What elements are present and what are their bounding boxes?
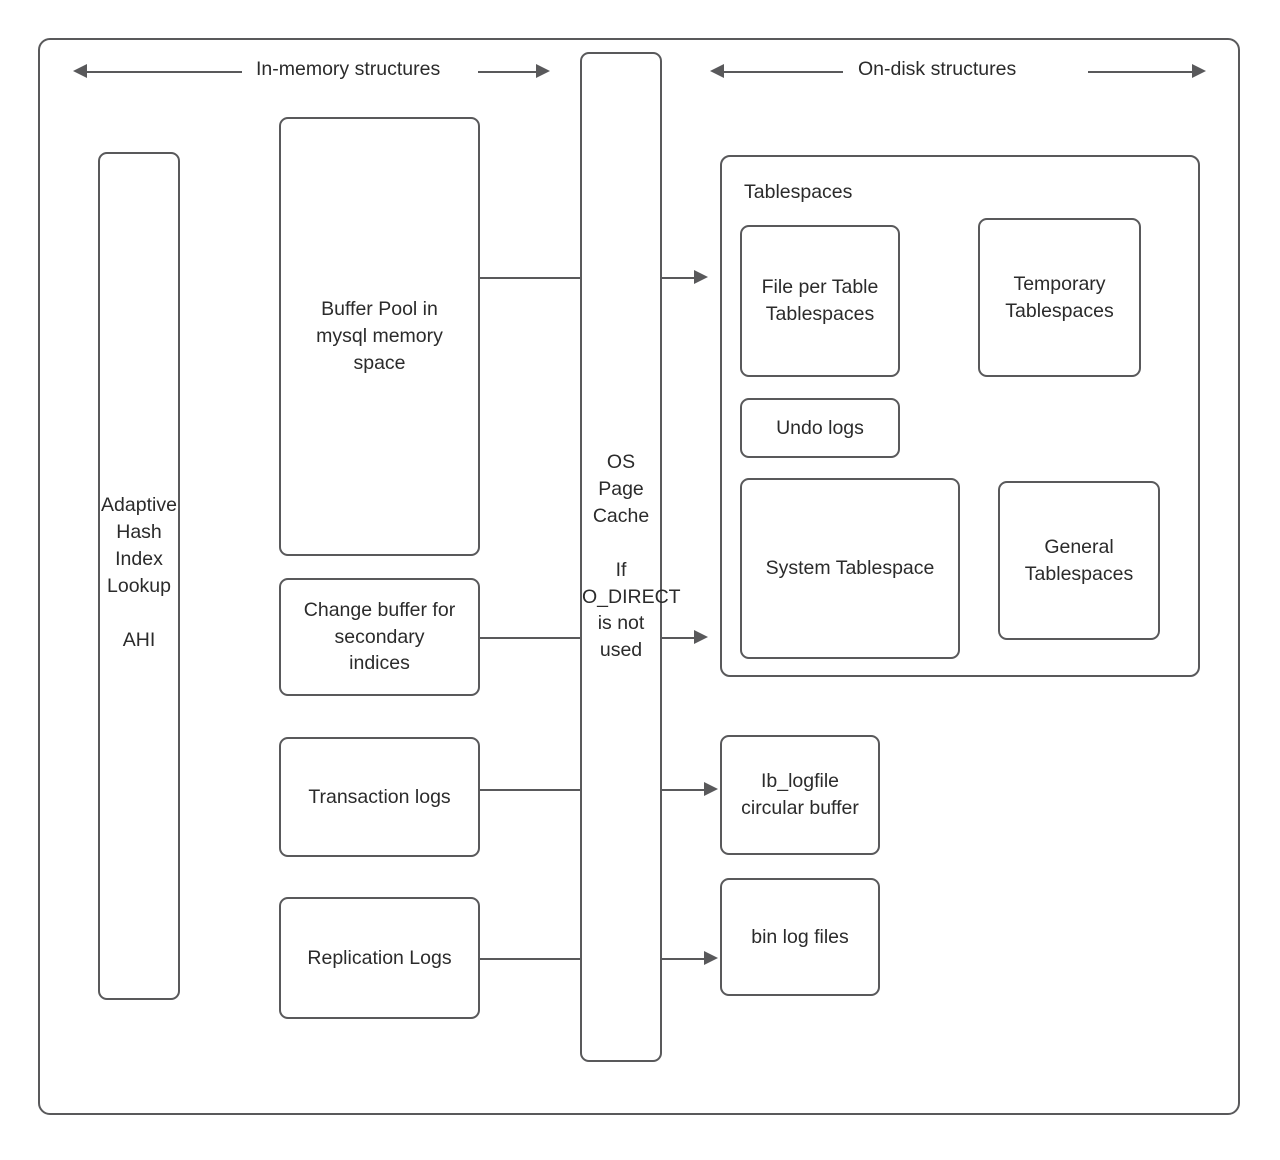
node-buffer-pool-label: Buffer Pool in mysql memory space xyxy=(316,298,443,374)
on-disk-band-label: On-disk structures xyxy=(858,58,1017,80)
in-memory-left-arrow-line xyxy=(86,71,242,73)
node-replication-logs[interactable]: Replication Logs xyxy=(279,897,480,1019)
node-system-tablespace[interactable]: System Tablespace xyxy=(740,478,960,659)
node-adaptive-hash-index-label: Adaptive Hash Index Lookup AHI xyxy=(101,494,177,651)
node-transaction-logs-label: Transaction logs xyxy=(308,785,451,808)
connector-buffer-pool-arrowhead xyxy=(694,270,708,284)
in-memory-right-arrow-line xyxy=(478,71,538,73)
node-general-tablespaces-label: General Tablespaces xyxy=(1024,535,1134,585)
on-disk-left-arrowhead xyxy=(710,64,724,78)
node-transaction-logs[interactable]: Transaction logs xyxy=(279,737,480,857)
node-bin-log-files[interactable]: bin log files xyxy=(720,878,880,996)
node-bin-log-files-label: bin log files xyxy=(751,925,849,948)
node-undo-logs[interactable]: Undo logs xyxy=(740,398,900,458)
node-system-tablespace-label: System Tablespace xyxy=(765,557,935,580)
on-disk-right-arrow-line xyxy=(1088,71,1194,73)
connector-replication-logs-arrowhead xyxy=(704,951,718,965)
node-change-buffer-label: Change buffer for secondary indices xyxy=(303,598,456,675)
node-adaptive-hash-index[interactable]: Adaptive Hash Index Lookup AHI xyxy=(98,152,180,1000)
node-os-page-cache[interactable]: OS Page Cache If O_DIRECT is not used xyxy=(580,52,681,1062)
in-memory-right-arrowhead xyxy=(536,64,550,78)
node-buffer-pool[interactable]: Buffer Pool in mysql memory space xyxy=(279,117,480,556)
in-memory-band-label: In-memory structures xyxy=(256,58,441,80)
diagram-outer-frame xyxy=(38,38,1240,1115)
node-general-tablespaces[interactable]: General Tablespaces xyxy=(998,481,1160,640)
connector-transaction-logs-arrowhead xyxy=(704,782,718,796)
node-temporary-tablespaces[interactable]: Temporary Tablespaces xyxy=(978,218,1141,377)
node-file-per-table-tablespaces-label: File per Table Tablespaces xyxy=(761,276,879,325)
connector-change-buffer-arrowhead xyxy=(694,630,708,644)
node-file-per-table-tablespaces[interactable]: File per Table Tablespaces xyxy=(740,225,900,377)
node-replication-logs-label: Replication Logs xyxy=(307,946,452,969)
node-ib-logfile[interactable]: Ib_logfile circular buffer xyxy=(720,735,880,855)
in-memory-left-arrowhead xyxy=(73,64,87,78)
group-tablespaces-title: Tablespaces xyxy=(744,181,853,203)
on-disk-right-arrowhead xyxy=(1192,64,1206,78)
node-undo-logs-label: Undo logs xyxy=(776,416,864,439)
node-os-page-cache-label: OS Page Cache If O_DIRECT is not used xyxy=(582,451,681,662)
node-change-buffer[interactable]: Change buffer for secondary indices xyxy=(279,578,480,696)
on-disk-left-arrow-line xyxy=(723,71,843,73)
node-temporary-tablespaces-label: Temporary Tablespaces xyxy=(1005,272,1114,322)
node-ib-logfile-label: Ib_logfile circular buffer xyxy=(741,770,859,819)
